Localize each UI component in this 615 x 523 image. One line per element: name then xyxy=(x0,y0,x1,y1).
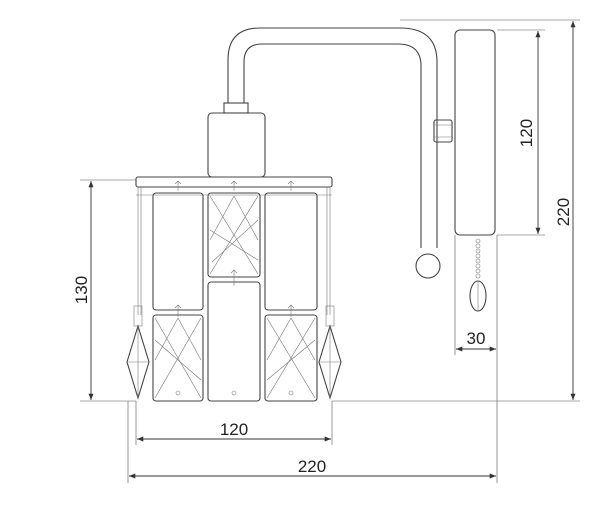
dimension-label: 120 xyxy=(220,420,248,439)
extension-lines xyxy=(80,19,580,483)
arm-clamp xyxy=(433,119,453,143)
chain-links xyxy=(475,238,481,279)
dimension-label: 120 xyxy=(517,119,536,147)
lamp-arm xyxy=(227,27,453,279)
wall-backplate xyxy=(454,29,496,236)
crystal-panel xyxy=(264,192,318,311)
dimension-label: 220 xyxy=(298,457,326,476)
lamp-socket xyxy=(207,102,266,178)
dimension-label: 130 xyxy=(72,276,91,304)
dimension-backplate-height: 120 xyxy=(517,30,541,234)
crystal-drop-left xyxy=(126,305,150,400)
dimension-label: 220 xyxy=(554,198,573,226)
dimension-shade-height: 130 xyxy=(72,181,94,400)
dimension-shade-width: 120 xyxy=(137,420,331,442)
crystal-facets xyxy=(209,195,259,275)
crystal-panel xyxy=(152,192,204,311)
dimension-backplate-depth: 30 xyxy=(456,329,496,352)
dimension-total-width: 220 xyxy=(129,457,496,479)
crystal-panel xyxy=(207,281,261,402)
crystal-facets xyxy=(154,317,316,399)
arm-end-knob xyxy=(415,253,441,279)
dimension-label: 30 xyxy=(467,329,486,348)
crystal-drop-right xyxy=(318,305,342,400)
pull-chain xyxy=(469,238,487,312)
dimension-total-height: 220 xyxy=(554,21,576,400)
lamp-shade xyxy=(126,176,342,402)
panel-hooks xyxy=(174,180,295,317)
